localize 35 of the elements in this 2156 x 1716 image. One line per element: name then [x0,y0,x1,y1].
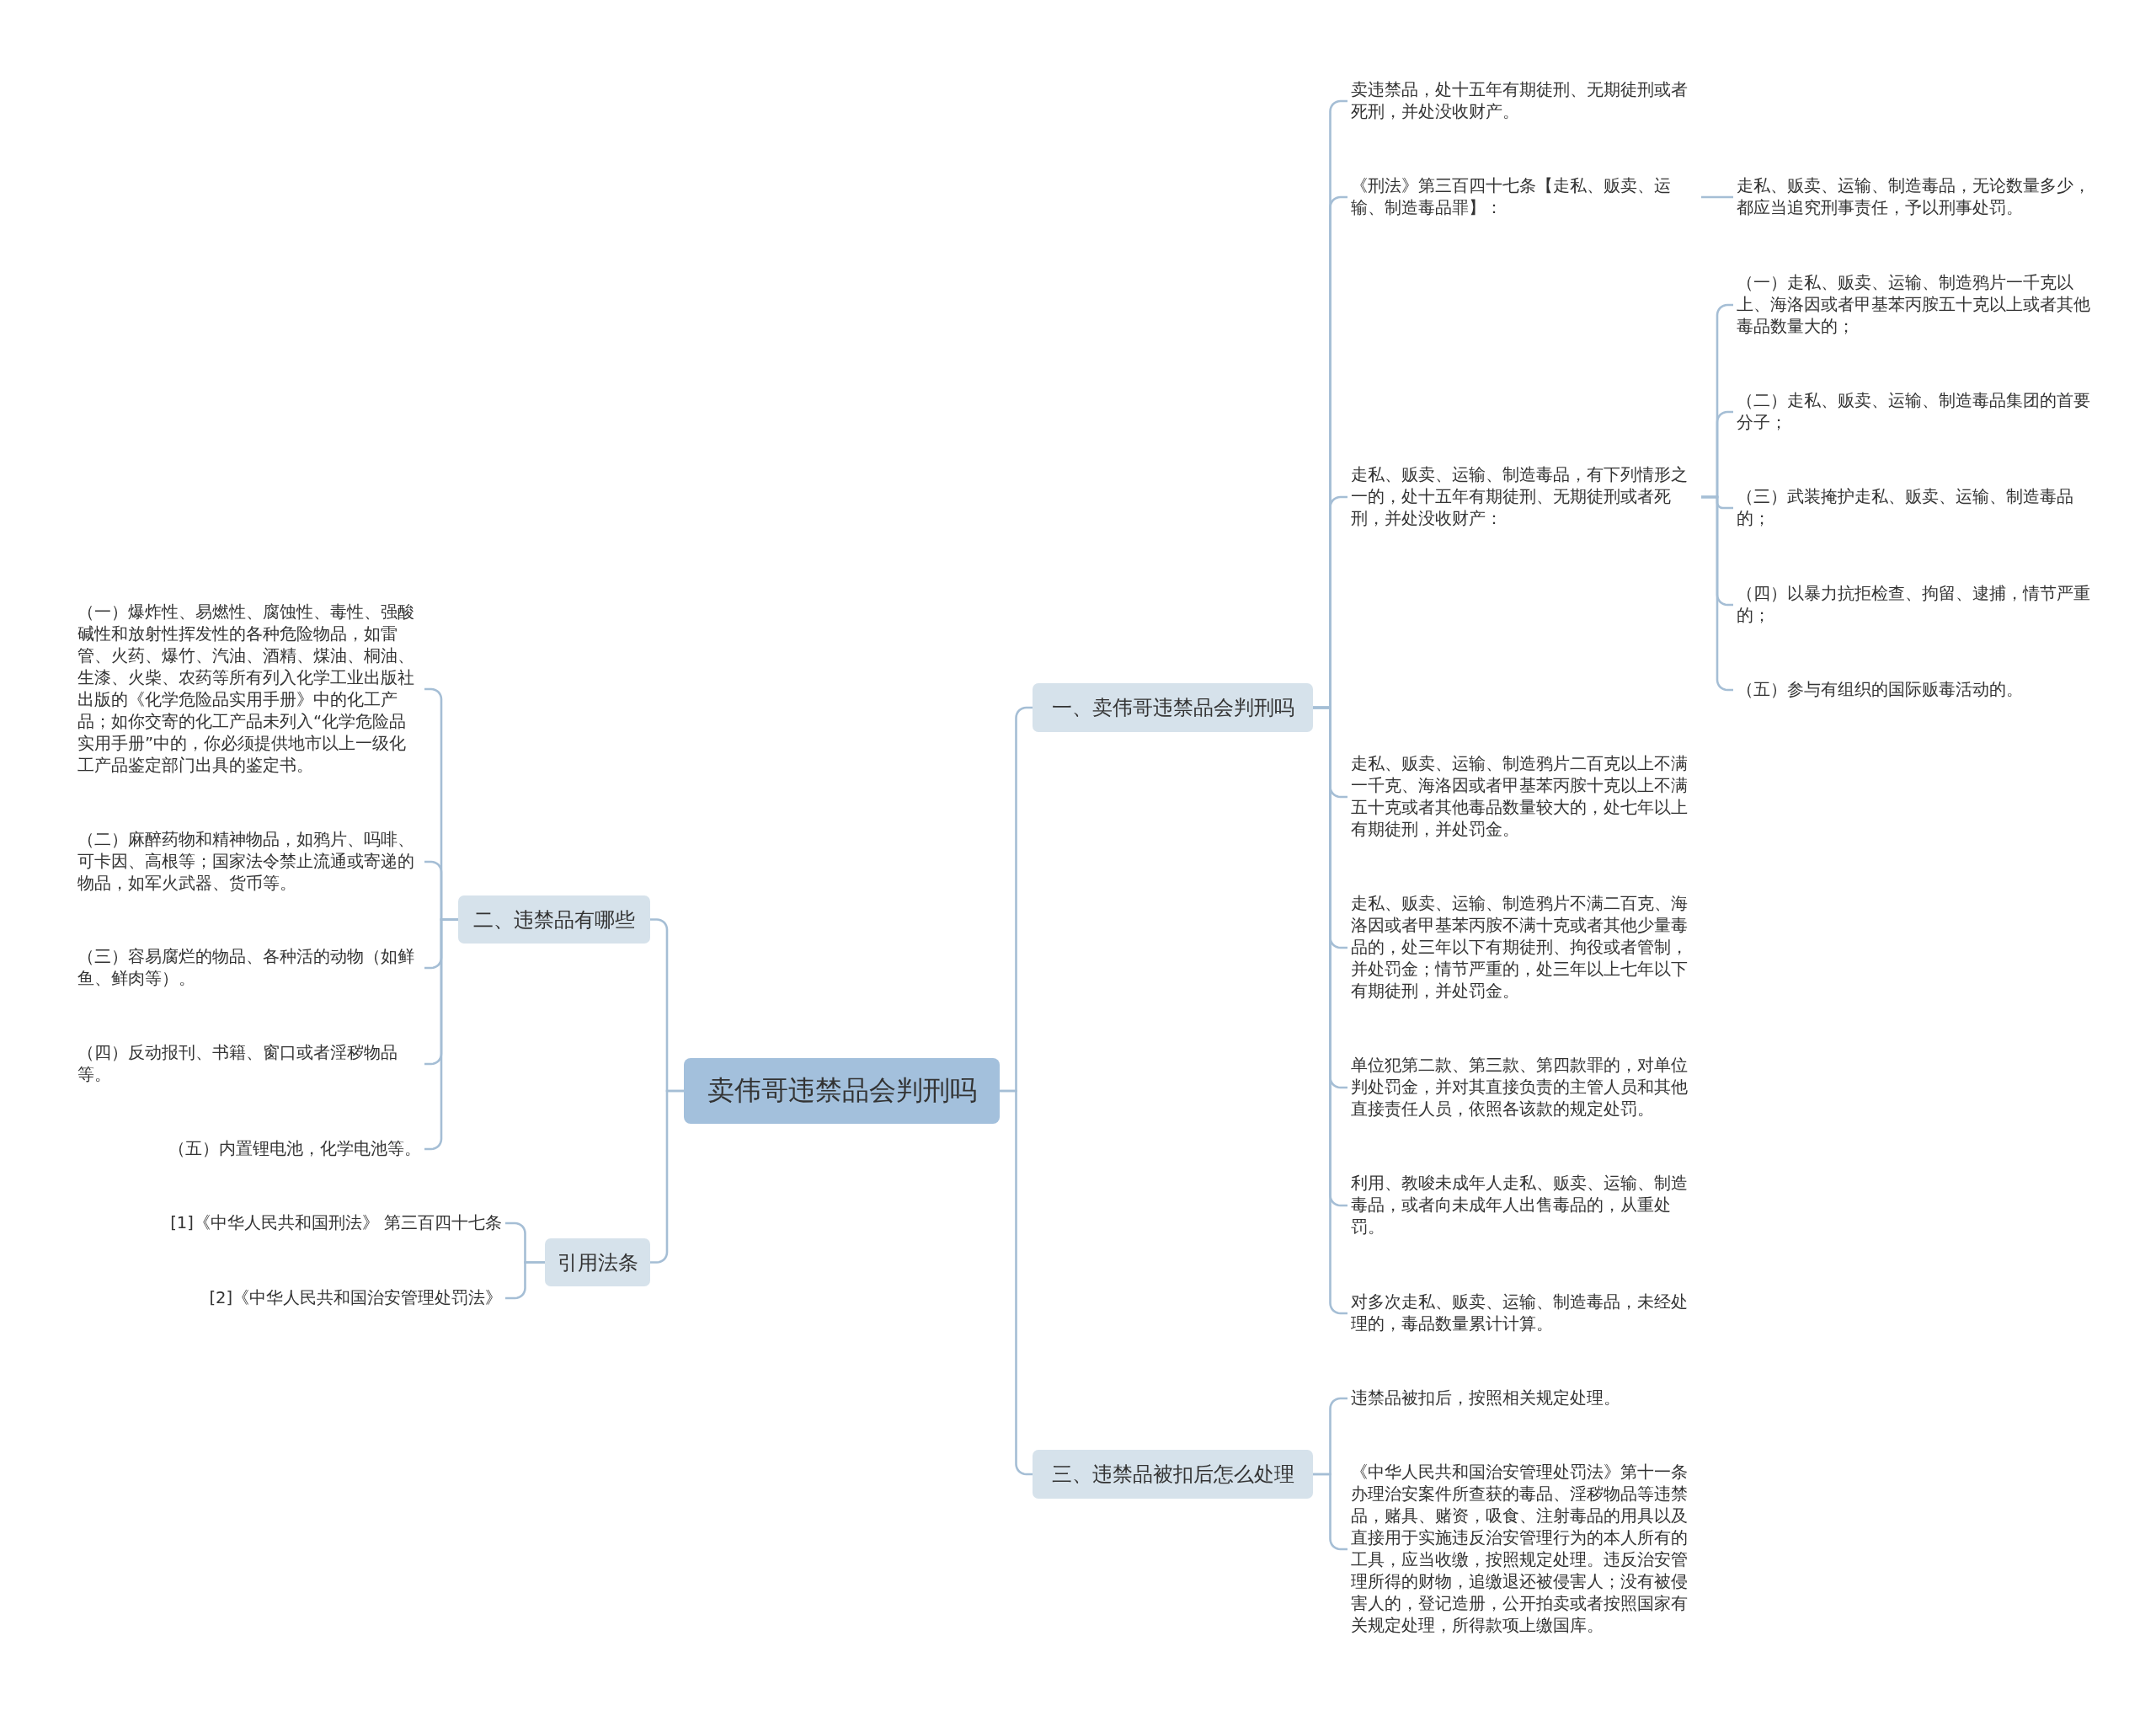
subtopic-text: [2]《中华人民共和国治安管理处罚法》 [135,1286,505,1311]
subtopic-text: 走私、贩卖、运输、制造毒品，无论数量多少，都应当追究刑事责任，予以刑事处罚。 [1733,174,2097,221]
connector-line [1000,1089,1033,1476]
subtopic-text: 走私、贩卖、运输、制造毒品，有下列情形之一的，处十五年有期徒刑、无期徒刑或者死刑，并处没收财产： [1348,462,1701,532]
subtopic-text: 走私、贩卖、运输、制造鸦片不满二百克、海洛因或者甲基苯丙胺不满十克或者其他少量毒品的，处三年以下有期徒刑、拘役或者管制，并处罚金；情节严重的，处三年以上七年以下有期徒刑，并处罚金。 [1348,891,1701,1004]
subtopic-text: 《刑法》第三百四十七条【走私、贩卖、运输、制造毒品罪】： [1348,174,1701,221]
subtopic-text: （三）武装掩护走私、贩卖、运输、制造毒品的； [1733,484,2097,532]
subtopic-text: （五）内置锂电池，化学电池等。 [74,1136,424,1162]
connector-line [424,918,458,1151]
subtopic-text: （一）走私、贩卖、运输、制造鸦片一千克以上、海洛因或者甲基苯丙胺五十克以上或者其他毒品数量大的； [1733,270,2097,339]
subtopic-text: （四）反动报刊、书籍、窗口或者淫秽物品等。 [74,1040,424,1088]
topic-box: 二、违禁品有哪些 [458,895,650,944]
subtopic-text: 利用、教唆未成年人走私、贩卖、运输、制造毒品，或者向未成年人出售毒品的，从重处罚。 [1348,1171,1701,1240]
subtopic-text: （二）麻醉药物和精神物品，如鸦片、吗啡、可卡因、高根等；国家法令禁止流通或寄递的物品，如军火武器、货币等。 [74,827,424,896]
subtopic-text: 走私、贩卖、运输、制造鸦片二百克以上不满一千克、海洛因或者甲基苯丙胺十克以上不满五十克或者其他毒品数量较大的，处七年以上有期徒刑，并处罚金。 [1348,751,1701,842]
subtopic-text: （四）以暴力抗拒检查、拘留、逮捕，情节严重的； [1733,581,2097,628]
subtopic-text: 对多次走私、贩卖、运输、制造毒品，未经处理的，毒品数量累计计算。 [1348,1290,1701,1337]
subtopic-text: （三）容易腐烂的物品、各种活的动物（如鲜鱼、鲜肉等）。 [74,944,424,992]
connector-line [1701,495,1733,692]
subtopic-text: 卖违禁品，处十五年有期徒刑、无期徒刑或者死刑，并处没收财产。 [1348,78,1701,125]
subtopic-text: 违禁品被扣后，按照相关规定处理。 [1348,1386,1701,1411]
subtopic-text: 《中华人民共和国治安管理处罚法》第十一条办理治安案件所查获的毒品、淫秽物品等违禁品，赌具、赌资，吸食、注射毒品的用具以及直接用于实施违反治安管理行为的本人所有的工具，应当收缴，按照规定处理。违反治安管理所得的财物，追缴退还被侵害人；没有被侵害人的，登记造册，公开拍卖或者按照国家有关规定处理，所得款项上缴国库。 [1348,1460,1701,1638]
subtopic-text: （一）爆炸性、易燃性、腐蚀性、毒性、强酸碱性和放射性挥发性的各种危险物品，如雷管、火药、爆竹、汽油、酒精、煤油、桐油、生漆、火柴、农药等所有列入化学工业出版社出版的《化学危险品实用手册》中的化工产品；如你交寄的化工产品未列入“化学危险品实用手册”中的，你必须提供地市以上一级化工产品鉴定部门出具的鉴定书。 [74,600,424,778]
connector-line [650,1089,684,1264]
subtopic-text: 单位犯第二款、第三款、第四款罪的，对单位判处罚金，并对其直接负责的主管人员和其他直接责任人员，依照各该款的规定处罚。 [1348,1053,1701,1122]
subtopic-text: （二）走私、贩卖、运输、制造毒品集团的首要分子； [1733,388,2097,436]
connector-line [1701,195,1733,199]
topic-box: 一、卖伟哥违禁品会判刑吗 [1033,683,1313,732]
subtopic-text: （五）参与有组织的国际贩毒活动的。 [1733,677,2097,703]
topic-box: 三、违禁品被扣后怎么处理 [1033,1450,1313,1499]
central-topic-box: 卖伟哥违禁品会判刑吗 [684,1058,1000,1124]
connector-line [1313,1473,1348,1551]
topic-box: 引用法条 [545,1238,650,1286]
connector-line [505,1261,545,1300]
subtopic-text: [1]《中华人民共和国刑法》 第三百四十七条 [135,1211,505,1236]
